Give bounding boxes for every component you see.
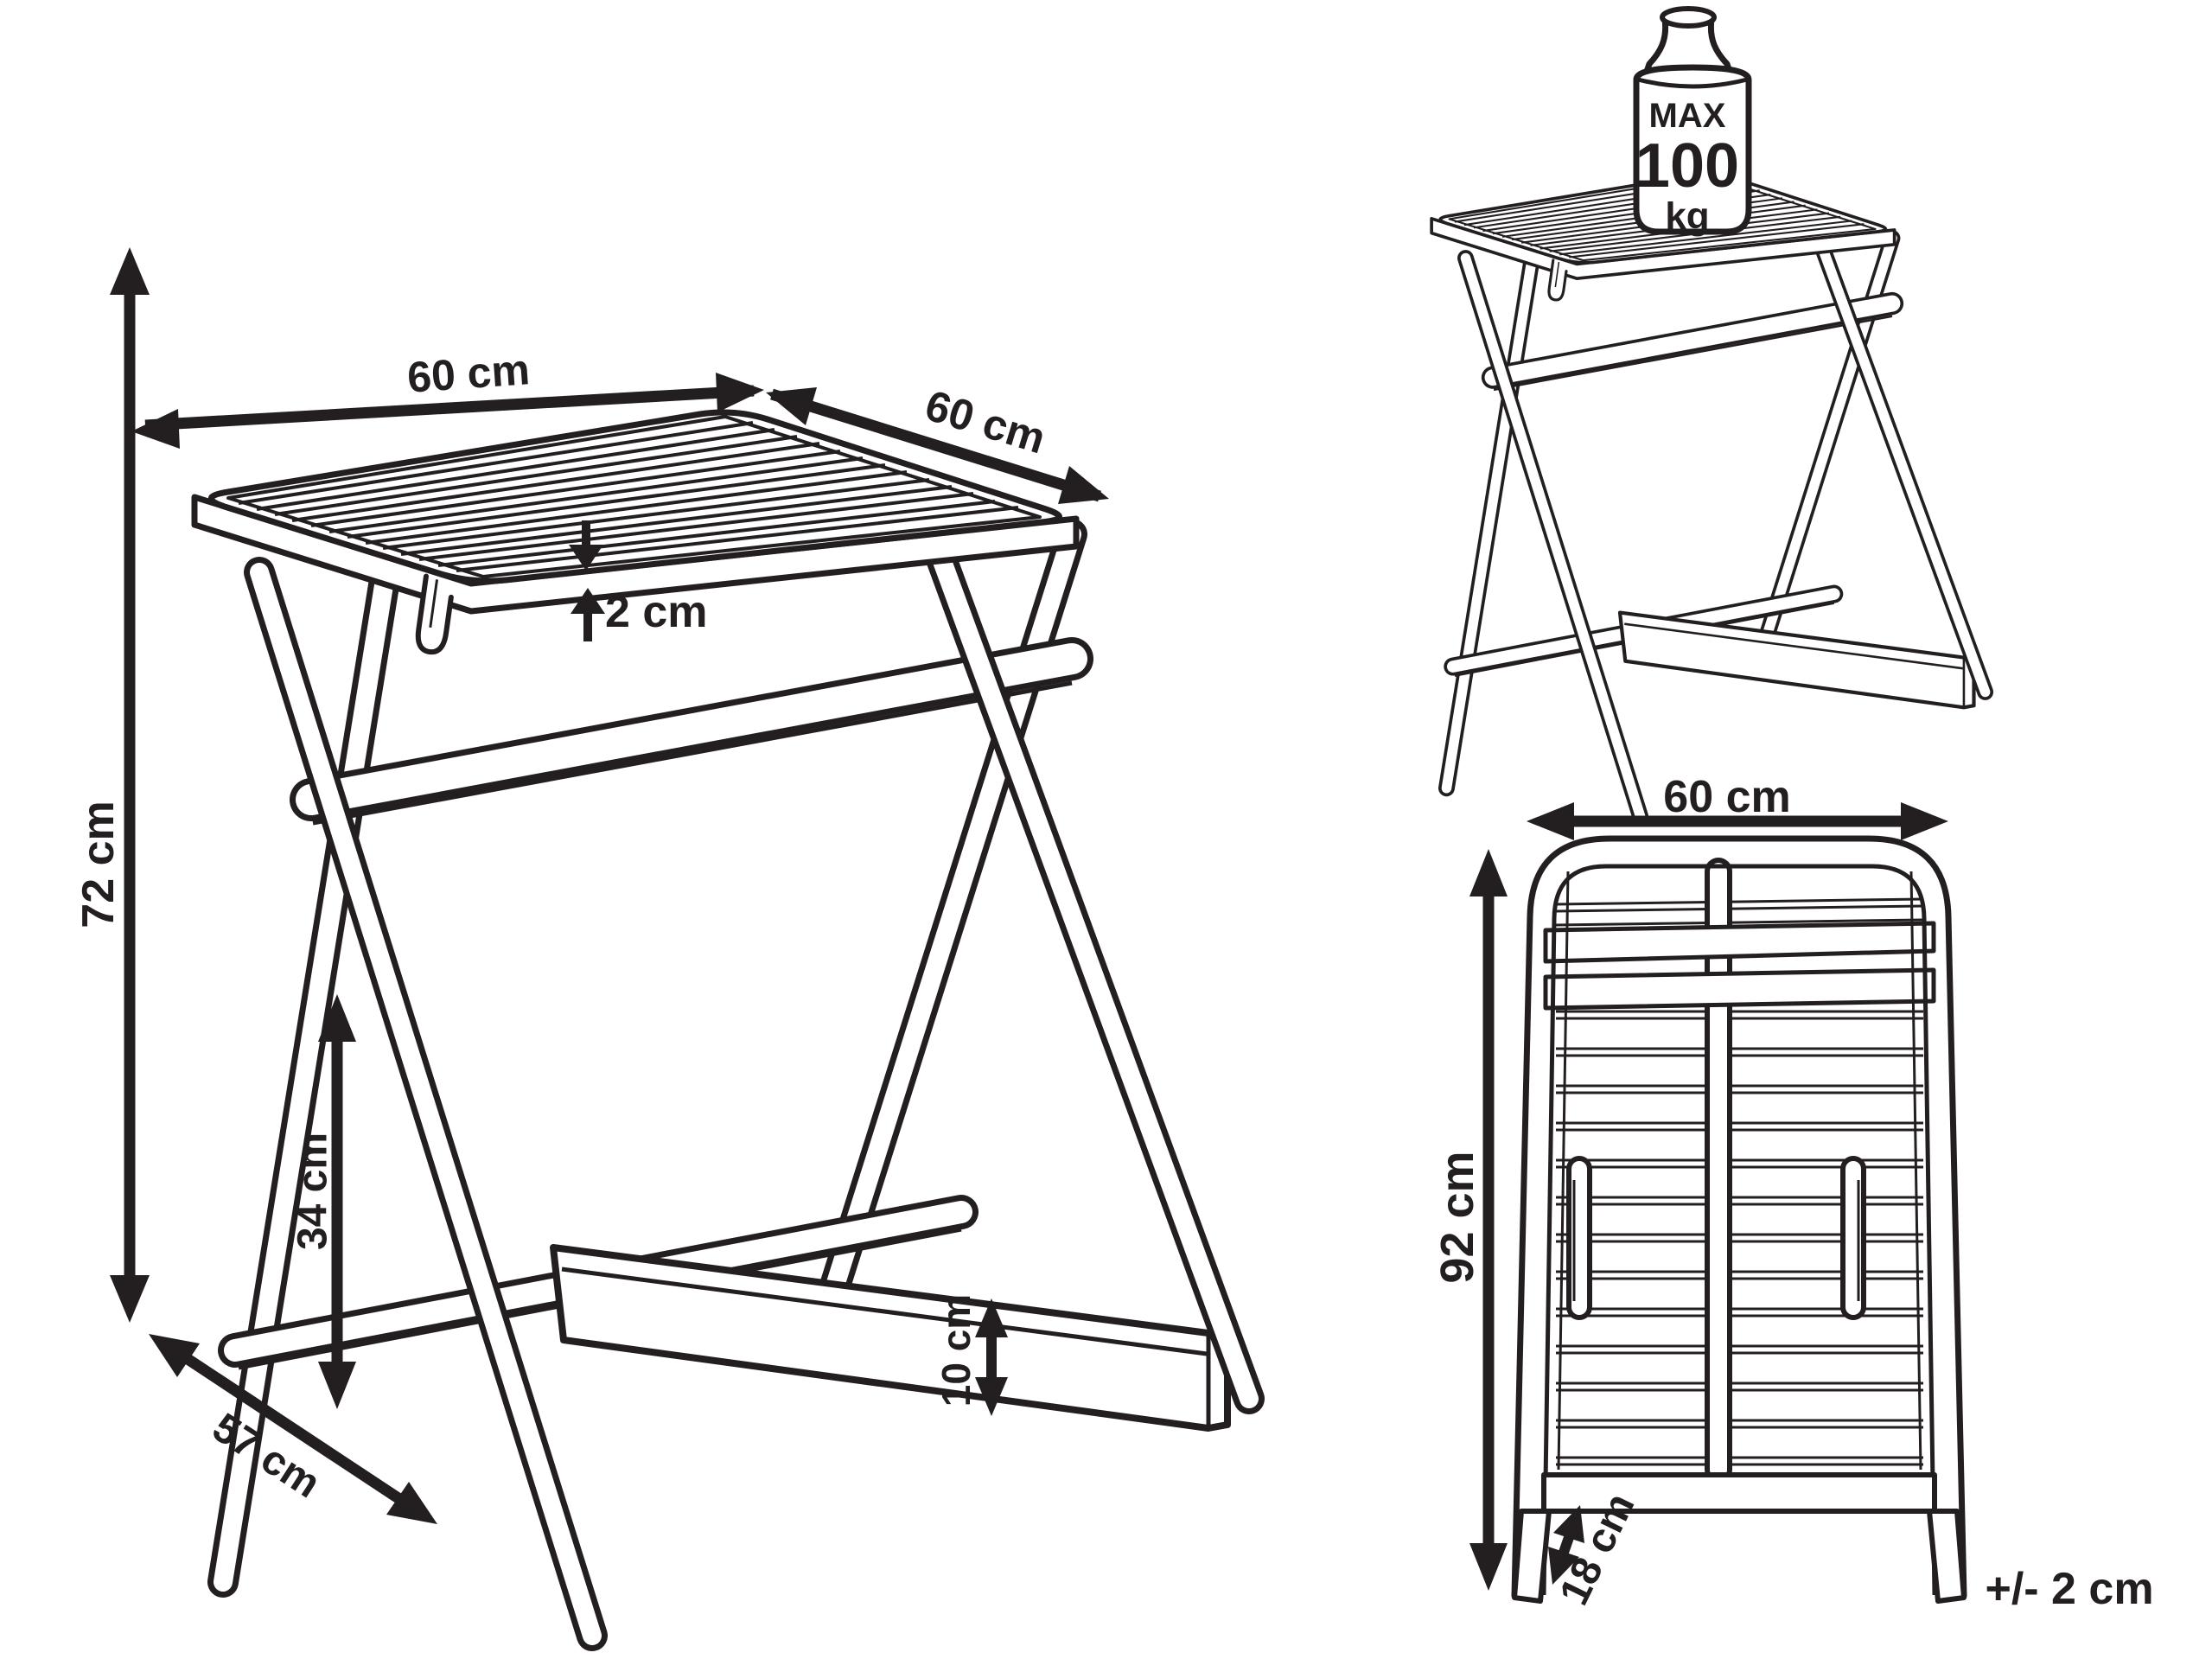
latch-hook xyxy=(415,573,454,655)
arrowhead-top xyxy=(318,994,356,1042)
arrowhead-left xyxy=(1527,802,1574,840)
folded-table-drawing xyxy=(1511,835,1967,1604)
dimension-shelf-height: 10 cm xyxy=(934,1294,1008,1416)
arrowhead-left xyxy=(131,409,180,449)
folded-hook-left xyxy=(1566,1156,1592,1320)
dimension-stretcher-height: 34 cm xyxy=(290,994,356,1409)
front-right-leg xyxy=(911,503,1265,1414)
upper-rail xyxy=(290,637,1093,826)
folded-leg-bars xyxy=(1543,921,1936,1011)
arrowhead-down xyxy=(569,545,603,571)
dimension-folded-width: 60 cm xyxy=(1527,772,1948,840)
faded-table-drawing xyxy=(1431,174,1986,816)
tabletop-edge-band xyxy=(191,494,1080,615)
open-top-width-label: 60 cm xyxy=(405,345,531,402)
tabletop-slats xyxy=(238,421,1019,572)
open-height-label: 72 cm xyxy=(73,801,124,928)
shelf-height-label: 10 cm xyxy=(934,1294,979,1407)
arrowhead-top xyxy=(110,247,150,295)
arrowhead-upper xyxy=(766,387,817,425)
arrowhead-up xyxy=(571,588,605,614)
tolerance-note: +/- 2 cm xyxy=(1985,1564,2153,1614)
arrowhead-right xyxy=(716,373,764,412)
folded-hook-right xyxy=(1840,1156,1866,1320)
open-table-drawing xyxy=(191,409,1265,1651)
arrowhead-right xyxy=(1901,802,1948,840)
arrowhead-lower xyxy=(1058,466,1109,504)
weight-label-kg: kg xyxy=(1665,195,1709,238)
arrowhead-upper xyxy=(149,1334,200,1377)
folded-height-label: 92 cm xyxy=(1431,1151,1483,1283)
arrowhead-bottom xyxy=(975,1377,1008,1416)
dimension-top-thickness: 2 cm xyxy=(569,520,708,641)
arrowhead-bottom xyxy=(1469,1543,1508,1591)
max-load-weight: MAX 100 kg xyxy=(1633,6,1752,238)
front-left-leg xyxy=(244,557,608,1651)
weight-label-max: MAX xyxy=(1649,97,1726,135)
weight-body xyxy=(1633,64,1752,235)
dimension-open-top-width: 60 cm xyxy=(131,345,764,449)
weight-label-100: 100 xyxy=(1635,131,1739,201)
top-thickness-label: 2 cm xyxy=(605,587,708,637)
stretcher-height-label: 34 cm xyxy=(290,1133,336,1250)
folded-width-label: 60 cm xyxy=(1663,772,1790,822)
arrowhead-upper xyxy=(1553,1505,1584,1543)
folded-side-rails xyxy=(1541,864,1937,1596)
weight-cap xyxy=(1660,6,1717,29)
folded-feet xyxy=(1512,1509,1967,1604)
rear-left-leg xyxy=(207,538,405,1598)
arrowhead-lower xyxy=(386,1482,437,1524)
arrowhead-bottom xyxy=(318,1362,356,1409)
arrowhead-top xyxy=(1469,849,1508,896)
weight-rim xyxy=(1637,77,1748,89)
bottom-shelf-board xyxy=(550,1244,1231,1432)
tabletop-face xyxy=(207,409,1062,584)
folded-silhouette-fill xyxy=(1514,839,1964,1596)
dimension-open-height: 72 cm xyxy=(73,247,150,1323)
arrowhead-bottom xyxy=(110,1275,150,1323)
folded-silhouette-outline xyxy=(1511,835,1967,1599)
dimension-base-depth: 57 cm xyxy=(149,1334,437,1524)
dimension-folded-height: 92 cm xyxy=(1431,849,1508,1591)
arrowhead-top xyxy=(975,1298,1008,1337)
arrowhead-lower xyxy=(1548,1547,1579,1585)
